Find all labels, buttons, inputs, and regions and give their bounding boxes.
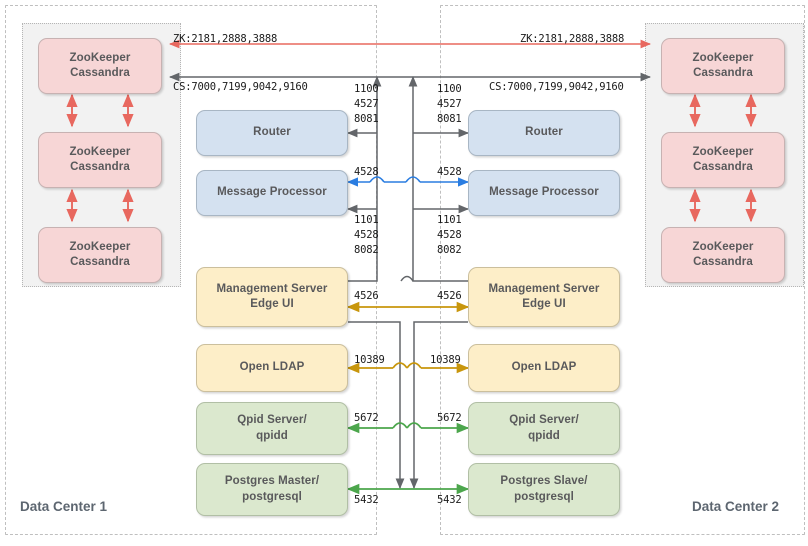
- mp-hop-left: [369, 176, 385, 183]
- datacenter-1-label: Data Center 1: [20, 499, 108, 514]
- node-label-line2: Cassandra: [70, 256, 130, 268]
- dc1-open-ldap-node[interactable]: Open LDAP: [196, 344, 348, 392]
- node-label-line2: qpidd: [256, 429, 288, 442]
- port-label-cs-left: CS:7000,7199,9042,9160: [173, 81, 308, 93]
- port-label-router-right-4527: 4527: [437, 98, 462, 110]
- port-label-zk-left: ZK:2181,2888,3888: [173, 33, 278, 45]
- port-label-router-right-8081: 8081: [437, 113, 462, 125]
- port-label-qpid-right-5672: 5672: [437, 412, 462, 424]
- node-label-line2: postgresql: [242, 490, 302, 503]
- dc1-router-node[interactable]: Router: [196, 110, 348, 156]
- ldap-hop-left: [392, 362, 408, 369]
- port-label-mp-left-4528b: 4528: [354, 229, 379, 241]
- node-label-line1: ZooKeeper: [692, 145, 754, 158]
- ldap-hop-right: [406, 362, 422, 369]
- node-label-line1: Management Server: [216, 282, 328, 295]
- port-label-ldap-left-10389: 10389: [354, 354, 385, 366]
- dc1-zookeeper-cassandra-node-3[interactable]: ZooKeeper Cassandra: [38, 227, 162, 283]
- port-label-router-left-8081: 8081: [354, 113, 379, 125]
- node-label-line2: Cassandra: [70, 161, 130, 173]
- port-label-postgres-left-5432: 5432: [354, 494, 379, 506]
- port-label-postgres-right-5432: 5432: [437, 494, 462, 506]
- dc2-ms-to-postgres-trunk: [409, 321, 468, 490]
- node-label-line1: Message Processor: [489, 186, 599, 199]
- node-label-line2: Cassandra: [693, 67, 753, 79]
- dc2-router-node[interactable]: Router: [468, 110, 620, 156]
- port-label-mp-left-1101: 1101: [354, 214, 379, 226]
- node-label-line1: ZooKeeper: [69, 145, 131, 158]
- port-label-mp-right-4528b: 4528: [437, 229, 462, 241]
- port-label-ms-right-4526: 4526: [437, 290, 462, 302]
- node-label-line1: Qpid Server/: [237, 414, 307, 427]
- port-label-router-right-1100: 1100: [437, 83, 462, 95]
- node-label-line1: Open LDAP: [511, 361, 577, 374]
- dc2-qpid-server-node[interactable]: Qpid Server/ qpidd: [468, 402, 620, 455]
- dc1-qpid-server-node[interactable]: Qpid Server/ qpidd: [196, 402, 348, 455]
- qpid-hop-right: [406, 422, 422, 429]
- datacenter-2-label: Data Center 2: [692, 499, 780, 514]
- dc2-open-ldap-node[interactable]: Open LDAP: [468, 344, 620, 392]
- node-label-line1: Qpid Server/: [509, 414, 579, 427]
- node-label-line2: Cassandra: [70, 67, 130, 79]
- port-label-mp-left-4528: 4528: [354, 166, 379, 178]
- dc1-zookeeper-cassandra-node-1[interactable]: ZooKeeper Cassandra: [38, 38, 162, 94]
- port-label-ldap-right-10389: 10389: [430, 354, 461, 366]
- port-label-zk-right: ZK:2181,2888,3888: [520, 33, 625, 45]
- port-label-router-left-1100: 1100: [354, 83, 379, 95]
- datacenter-2-boundary: [440, 5, 805, 535]
- node-label-line1: ZooKeeper: [69, 240, 131, 253]
- port-label-cs-right: CS:7000,7199,9042,9160: [489, 81, 624, 93]
- dc2-message-processor-node[interactable]: Message Processor: [468, 170, 620, 216]
- dc1-postgres-master-node[interactable]: Postgres Master/ postgresql: [196, 463, 348, 516]
- node-label-line1: ZooKeeper: [692, 240, 754, 253]
- node-label-line1: Router: [525, 126, 563, 139]
- node-label-line2: qpidd: [528, 429, 560, 442]
- trunk-crossover-hop: [400, 275, 414, 282]
- dc2-zookeeper-cassandra-node-2[interactable]: ZooKeeper Cassandra: [661, 132, 785, 188]
- node-label-line2: Edge UI: [522, 298, 566, 310]
- dc2-postgres-slave-node[interactable]: Postgres Slave/ postgresql: [468, 463, 620, 516]
- port-label-mp-left-8082: 8082: [354, 244, 379, 256]
- qpid-hop-left: [392, 422, 408, 429]
- dc1-message-processor-node[interactable]: Message Processor: [196, 170, 348, 216]
- node-label-line1: Router: [253, 126, 291, 139]
- node-label-line1: ZooKeeper: [692, 51, 754, 64]
- node-label-line2: Cassandra: [693, 256, 753, 268]
- node-label-line1: Postgres Master/: [224, 475, 320, 488]
- dc1-ms-to-cassandra-trunk: [348, 75, 382, 282]
- dc1-ms-to-postgres-trunk: [348, 321, 405, 490]
- node-label-line1: Management Server: [488, 282, 600, 295]
- node-label-line1: Postgres Slave/: [500, 475, 588, 488]
- node-label-line1: Message Processor: [217, 186, 327, 199]
- port-label-qpid-left-5672: 5672: [354, 412, 379, 424]
- node-label-line2: Edge UI: [250, 298, 294, 310]
- node-label-line1: ZooKeeper: [69, 51, 131, 64]
- dc1-zookeeper-cassandra-node-2[interactable]: ZooKeeper Cassandra: [38, 132, 162, 188]
- node-label-line2: Cassandra: [693, 161, 753, 173]
- node-label-line1: Open LDAP: [239, 361, 305, 374]
- port-label-router-left-4527: 4527: [354, 98, 379, 110]
- port-label-mp-right-1101: 1101: [437, 214, 462, 226]
- port-label-mp-right-8082: 8082: [437, 244, 462, 256]
- dc2-management-server-edge-ui-node[interactable]: Management Server Edge UI: [468, 267, 620, 327]
- node-label-line2: postgresql: [514, 490, 574, 503]
- dc2-zookeeper-cassandra-node-3[interactable]: ZooKeeper Cassandra: [661, 227, 785, 283]
- port-label-mp-right-4528: 4528: [437, 166, 462, 178]
- dc1-management-server-edge-ui-node[interactable]: Management Server Edge UI: [196, 267, 348, 327]
- dc2-zookeeper-cassandra-node-1[interactable]: ZooKeeper Cassandra: [661, 38, 785, 94]
- port-label-ms-left-4526: 4526: [354, 290, 379, 302]
- mp-hop-right: [405, 176, 421, 183]
